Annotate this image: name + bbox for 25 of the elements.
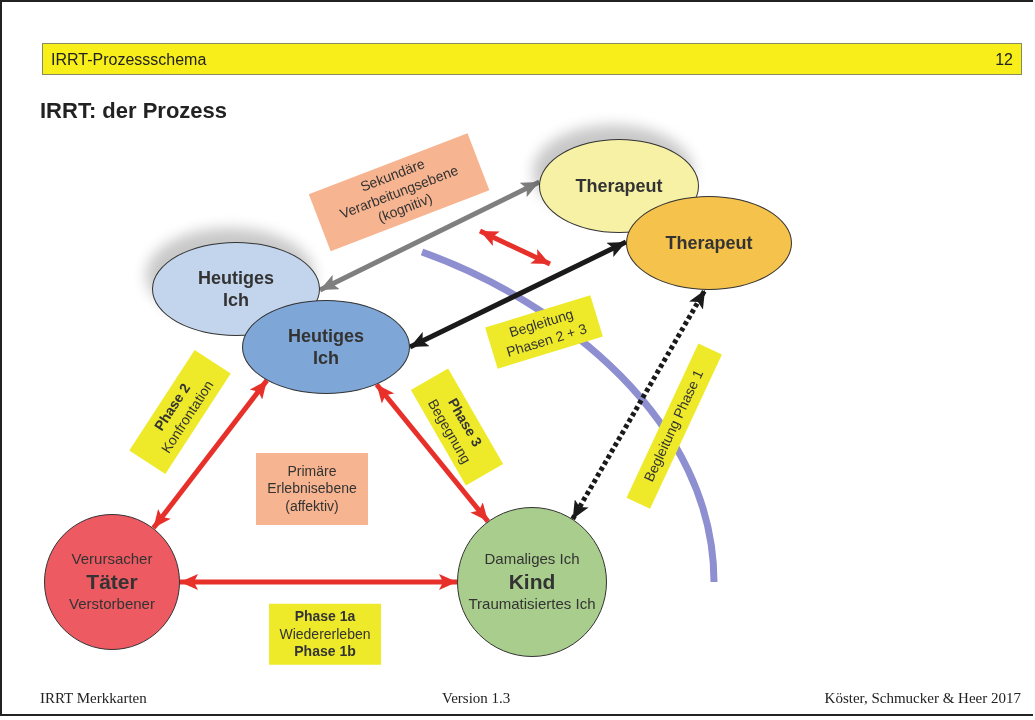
node-label: Heutiges Ich	[197, 266, 275, 312]
page-number: 12	[995, 51, 1013, 69]
node-label: Kind	[508, 568, 556, 595]
node-label: Verursacher	[71, 550, 153, 569]
node-label: Traumatisiertes Ich	[468, 595, 596, 614]
arrow	[151, 378, 269, 530]
arrow	[408, 239, 628, 350]
author-text: Köster, Schmucker & Heer 2017	[824, 690, 1021, 707]
node-label: Heutiges Ich	[287, 324, 365, 370]
node-label: Primäre Erlebnisebene (affektiv)	[266, 462, 358, 516]
arrow	[374, 382, 490, 523]
node-label: Therapeut	[665, 231, 753, 255]
level-box	[256, 453, 368, 525]
version-text: Version 1.3	[442, 690, 511, 707]
node-label: Täter	[86, 568, 138, 595]
node-label: Verstorbener	[69, 595, 155, 614]
edge-label: Phase 1a Wiedererleben Phase 1b	[269, 603, 381, 665]
arrow	[180, 574, 457, 590]
arrow	[318, 179, 541, 293]
title: IRRT: der Prozess	[40, 98, 228, 124]
footer-text: IRRT Merkkarten	[40, 690, 147, 707]
arrow	[570, 288, 708, 521]
node-label: Damaliges Ich	[484, 550, 580, 569]
header-title: IRRT-Prozessschema	[51, 51, 207, 69]
node-label: Therapeut	[575, 174, 663, 198]
